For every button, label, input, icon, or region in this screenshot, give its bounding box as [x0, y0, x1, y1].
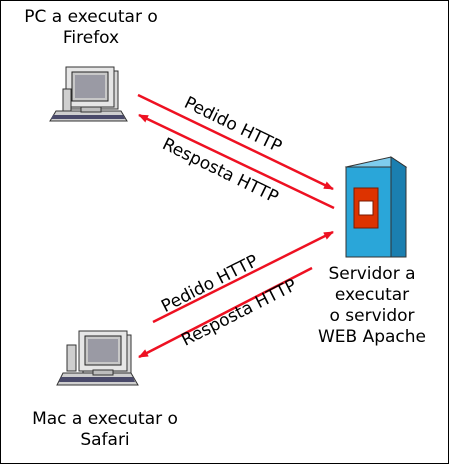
- server-tower-icon: [344, 156, 408, 258]
- pc-request-arrow: [137, 93, 334, 191]
- mac-label: Mac a executar o Safari: [15, 409, 195, 451]
- pc-label: PC a executar o Firefox: [1, 7, 181, 49]
- mac-response-arrow: [138, 266, 313, 359]
- mac-label-line2: Safari: [80, 430, 130, 450]
- server-label: Servidor a executar o servidor WEB Apach…: [297, 264, 447, 348]
- mac-label-line1: Mac a executar o: [32, 409, 178, 429]
- pc-label-line2: Firefox: [62, 28, 120, 48]
- pc-label-line1: PC a executar o: [24, 7, 158, 27]
- server-label-line1: Servidor a: [328, 264, 416, 284]
- mac-computer-icon: [56, 330, 139, 386]
- server-label-line4: WEB Apache: [317, 327, 427, 347]
- server-label-line3: o servidor: [329, 306, 415, 326]
- pc-response-arrow: [138, 113, 335, 210]
- server-label-line2: executar: [334, 285, 410, 305]
- mac-request-arrow: [152, 230, 334, 324]
- pc-computer-icon: [49, 66, 128, 122]
